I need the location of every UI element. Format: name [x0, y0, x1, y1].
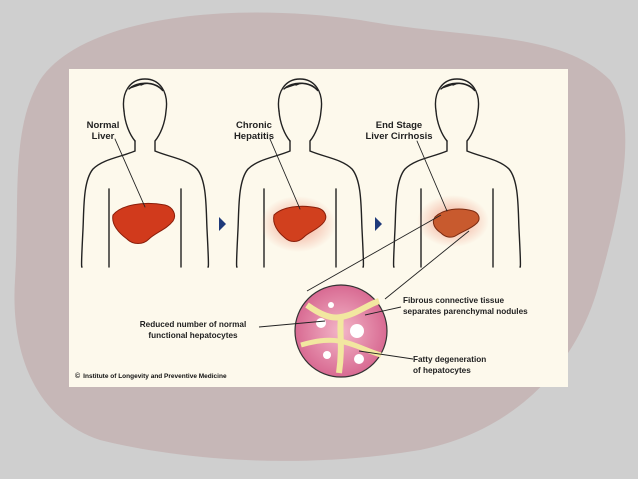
- figure-cirrhosis: [392, 78, 522, 268]
- callout-fatty-degeneration: Fatty degeneration of hepatocytes: [413, 355, 487, 375]
- progression-arrow-2: [375, 217, 382, 231]
- micrograph: [294, 284, 388, 378]
- illustration-svg: [80, 78, 522, 378]
- label-cirrhosis: End Stage Liver Cirrhosis: [365, 120, 433, 142]
- liver-normal: [112, 202, 176, 244]
- callout-line-left: [258, 320, 326, 328]
- copyright-symbol: ©: [75, 373, 81, 380]
- callout-reduced-hepatocytes: Reduced number of normal functional hepa…: [139, 320, 247, 340]
- credit-text: Institute of Longevity and Preventive Me…: [83, 373, 227, 380]
- label-normal-liver: Normal Liver: [86, 120, 120, 142]
- body-outline: [392, 78, 522, 268]
- body-outline: [235, 78, 365, 268]
- liver-hepatitis: [273, 205, 327, 242]
- pointer-line-hepatitis: [269, 138, 301, 210]
- progression-arrow-1: [219, 217, 226, 231]
- illustration-panel: Normal Liver Chronic Hepatitis End Stage…: [69, 69, 568, 387]
- callout-line-bottom-right: [358, 350, 414, 360]
- figure-hepatitis: [235, 78, 365, 268]
- body-outline: [80, 78, 210, 268]
- callout-line-top-right: [364, 306, 402, 316]
- liver-cirrhosis: [432, 208, 480, 238]
- pointer-line-normal: [114, 138, 146, 208]
- zoom-line-left: [306, 214, 442, 292]
- zoom-line-right: [384, 230, 470, 300]
- credit-line: ©Institute of Longevity and Preventive M…: [75, 373, 227, 380]
- callout-fibrous-tissue: Fibrous connective tissue separates pare…: [403, 296, 528, 316]
- figure-normal: [80, 78, 210, 268]
- pointer-line-cirrhosis: [416, 140, 448, 212]
- label-chronic-hepatitis: Chronic Hepatitis: [233, 120, 275, 142]
